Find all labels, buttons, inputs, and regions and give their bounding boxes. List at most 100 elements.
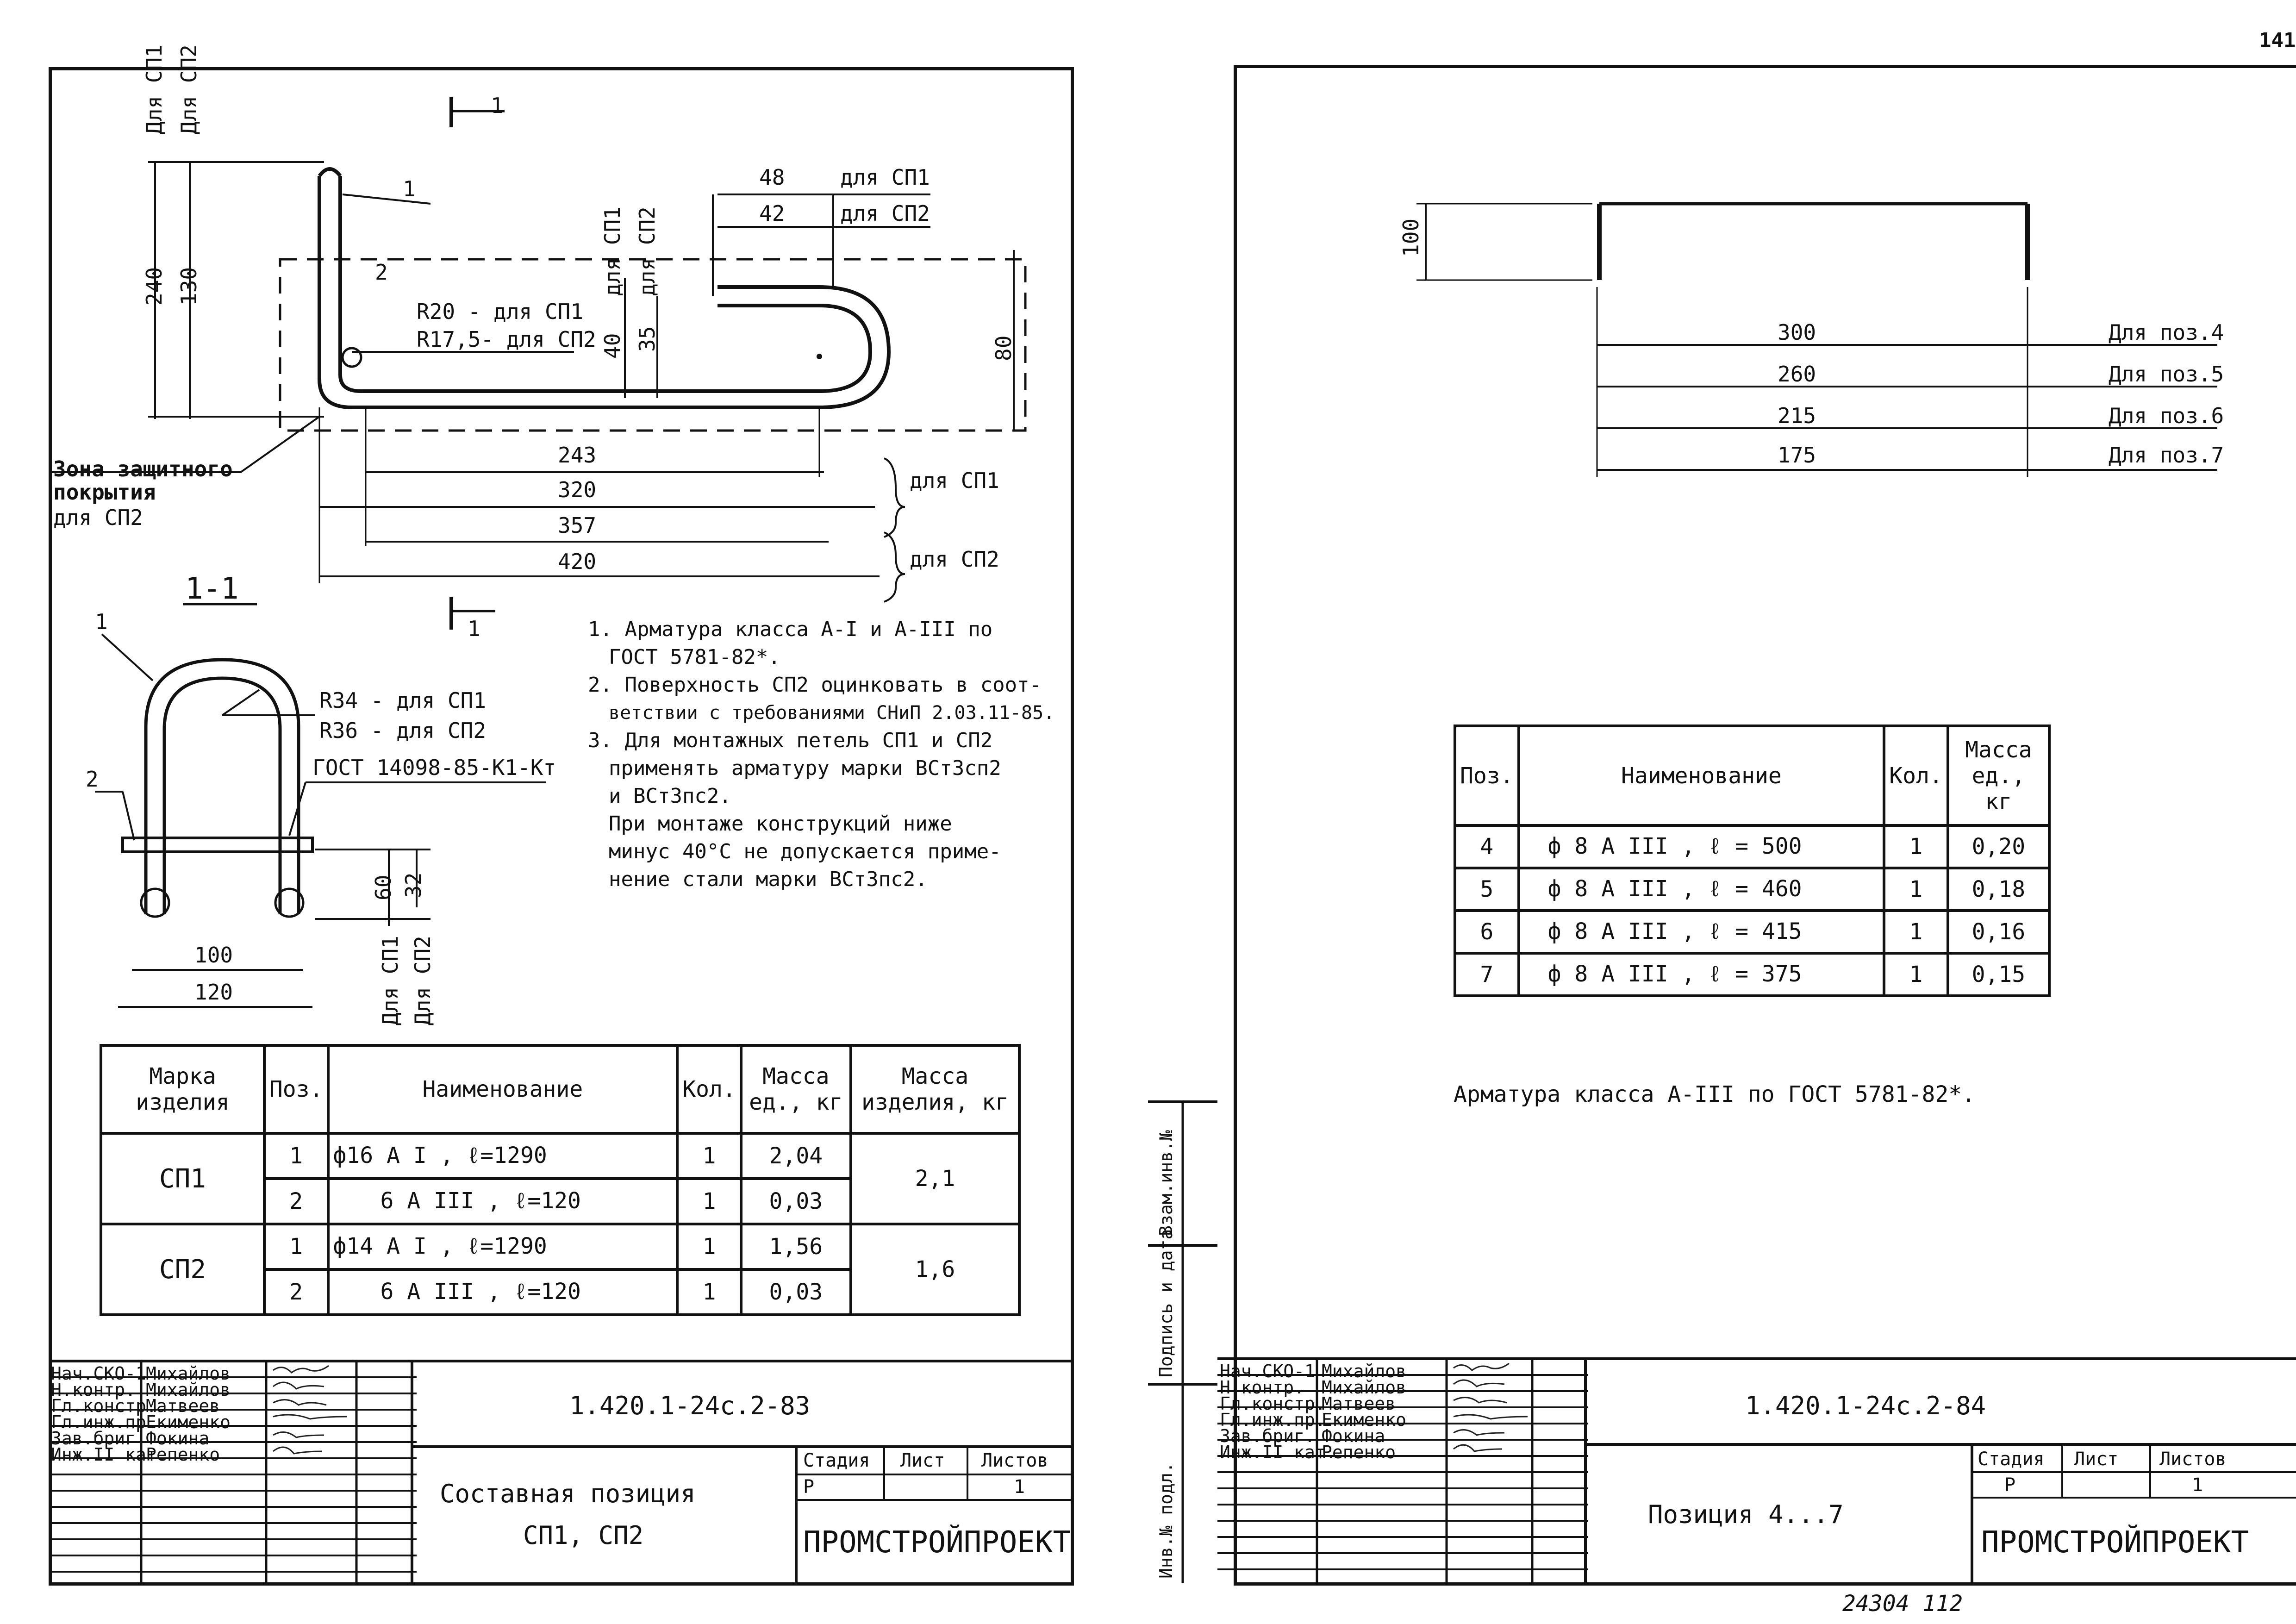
- tb-person: Михайлов: [1322, 1377, 1407, 1398]
- mass: 0,03: [739, 1268, 852, 1316]
- tb-person: Екименко: [1322, 1410, 1407, 1430]
- dim-420: 420: [558, 549, 597, 574]
- stage-value: Р: [803, 1476, 815, 1498]
- dim-260-label: Для поз.5: [2109, 362, 2224, 387]
- header-mass-unit: Масса ед., кг: [739, 1044, 852, 1135]
- dim-320: 320: [558, 477, 597, 502]
- mass: 1,56: [739, 1223, 852, 1271]
- header-pos: Поз.: [262, 1044, 330, 1135]
- section-radius-sp1: R34 - для СП1: [319, 688, 487, 713]
- note-line: нение стали марки ВСт3пс2.: [609, 868, 928, 891]
- name: ф 8 А III , ℓ = 500: [1517, 824, 1886, 869]
- name: ф16 А I , ℓ=1290: [326, 1132, 679, 1180]
- tb-role: Гл.констр.: [1220, 1393, 1326, 1414]
- section-mark-bottom: 1: [468, 616, 480, 641]
- note-line: и ВСт3пс2.: [609, 784, 731, 808]
- note-line: минус 40°С не допускается приме-: [609, 840, 1001, 863]
- qty: 1: [676, 1268, 742, 1316]
- section-dim-120: 120: [194, 980, 233, 1005]
- mass-total-sp1: 2,1: [849, 1132, 1021, 1225]
- note-line: ГОСТ 5781-82*.: [609, 645, 780, 669]
- qty: 1: [676, 1132, 742, 1180]
- note-line: применять арматуру марки ВСт3сп2: [609, 756, 1001, 780]
- zone-label-line2: покрытия: [53, 480, 156, 505]
- tb-role: Гл.инж.пр.: [1220, 1410, 1326, 1430]
- mass: 0,15: [1946, 952, 2051, 997]
- name: ф 8 А III , ℓ = 460: [1517, 867, 1886, 912]
- pos: 4: [1454, 824, 1520, 869]
- tb-role: Зав.бриг.: [1220, 1426, 1315, 1446]
- zone-label-line3: для СП2: [53, 505, 143, 530]
- pos: 1: [262, 1223, 330, 1271]
- qty: 1: [676, 1177, 742, 1225]
- dim-42-label: для СП2: [840, 201, 930, 226]
- section-callout-1: 1: [95, 609, 108, 634]
- dim-215: 215: [1778, 403, 1816, 428]
- sheet-header: Лист: [2074, 1449, 2119, 1470]
- dim-48-label: для СП1: [840, 165, 930, 190]
- mass: 2,04: [739, 1132, 852, 1180]
- tb-person: Фокина: [146, 1428, 210, 1449]
- qty: 1: [1883, 952, 1949, 997]
- stage-value: Р: [2004, 1474, 2016, 1496]
- mark-sp2: СП2: [100, 1223, 266, 1316]
- sheets-header: Листов: [981, 1450, 1048, 1471]
- stage-header: Стадия: [803, 1450, 870, 1471]
- tb-person: Матвеев: [146, 1396, 220, 1416]
- tb-person: Репенко: [146, 1444, 220, 1465]
- section-callout-2: 2: [86, 767, 99, 792]
- header-mass-total: Масса изделия, кг: [849, 1044, 1021, 1135]
- left-spec-table: Марка изделия Поз. Наименование Кол. Мас…: [100, 1044, 1021, 1316]
- section-dim-100: 100: [194, 943, 233, 968]
- mass: 0,18: [1946, 867, 2051, 912]
- name: ф 8 А III , ℓ = 415: [1517, 909, 1886, 955]
- zone-label-line1: Зона защитного: [53, 456, 233, 481]
- note-line: 2. Поверхность СП2 оцинковать в соот-: [588, 673, 1042, 697]
- header-name: Наименование: [1517, 725, 1886, 827]
- pos: 1: [262, 1132, 330, 1180]
- tb-role: Инж.II кат.: [1220, 1442, 1336, 1462]
- callout-1: 1: [403, 176, 416, 201]
- tb-role: Гл.инж.пр.: [51, 1412, 157, 1432]
- name: 6 А III , ℓ=120: [326, 1177, 679, 1225]
- sheets-value: 1: [1014, 1476, 1025, 1498]
- tb-role: Н.контр.: [1220, 1377, 1305, 1398]
- header-name: Наименование: [326, 1044, 679, 1135]
- mass: 0,16: [1946, 909, 2051, 955]
- drawing-title-left-line2: СП1, СП2: [523, 1521, 644, 1550]
- qty: 1: [1883, 867, 1949, 912]
- stage-header: Стадия: [1978, 1449, 2045, 1470]
- org-name-right: ПРОМСТРОЙПРОЕКТ: [1981, 1525, 2249, 1560]
- header-pos: Поз.: [1454, 725, 1520, 827]
- callout-2: 2: [375, 260, 388, 285]
- sheets-value: 1: [2192, 1474, 2203, 1496]
- brace-label-sp1: для СП1: [910, 468, 999, 493]
- sheets-header: Листов: [2159, 1449, 2227, 1470]
- sheet-header: Лист: [900, 1450, 945, 1471]
- archive-stamp: 24304 112: [1842, 1591, 1963, 1617]
- name: 6 А III , ℓ=120: [326, 1268, 679, 1316]
- section-mark-top: 1: [491, 93, 504, 118]
- header-mark: Марка изделия: [100, 1044, 266, 1135]
- dim-260: 260: [1778, 362, 1816, 387]
- tb-role: Нач.СКО-1: [1220, 1361, 1315, 1381]
- section-title: 1-1: [185, 572, 239, 606]
- tb-person: Фокина: [1322, 1426, 1385, 1446]
- tb-role: Зав.бриг.: [51, 1428, 146, 1449]
- qty: 1: [1883, 909, 1949, 955]
- pos: 2: [262, 1268, 330, 1316]
- pos: 5: [1454, 867, 1520, 912]
- section-gost: ГОСТ 14098-85-К1-Кт: [312, 755, 556, 780]
- tb-role: Н.контр.: [51, 1380, 136, 1400]
- tb-person: Михайлов: [1322, 1361, 1407, 1381]
- tb-role: Нач.СКО-1: [51, 1363, 146, 1384]
- qty: 1: [1883, 824, 1949, 869]
- drawing-title-left-line1: Составная позиция: [440, 1479, 696, 1508]
- mass: 0,03: [739, 1177, 852, 1225]
- dim-300-label: Для поз.4: [2109, 320, 2224, 345]
- header-mass-unit: Масса ед., кг: [1946, 725, 2051, 827]
- tb-person: Михайлов: [146, 1363, 231, 1384]
